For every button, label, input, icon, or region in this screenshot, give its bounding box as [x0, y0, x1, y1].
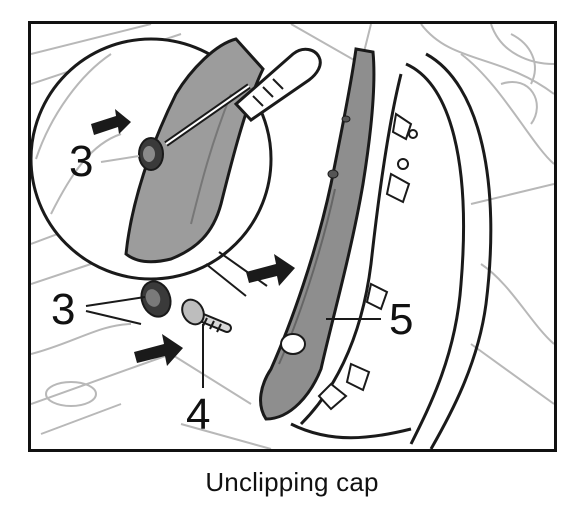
diagram-illustration: 3 3 4 5 — [31, 24, 554, 449]
callout-4-screw: 4 — [186, 390, 210, 439]
callout-3-clip: 3 — [51, 285, 75, 334]
figure-caption: Unclipping cap — [205, 467, 379, 497]
callout-5-cap: 5 — [389, 295, 413, 344]
figure-frame: 3 3 4 5 — [28, 21, 557, 452]
arrow-cap — [246, 254, 295, 286]
leader-lines — [85, 296, 381, 388]
housing-details — [317, 112, 418, 411]
clip-part-3 — [140, 280, 172, 318]
direction-arrows — [134, 254, 295, 366]
cap-part-5 — [259, 47, 376, 421]
detail-magnifier — [31, 37, 322, 281]
arrow-clip — [134, 334, 183, 366]
callout-3-detail: 3 — [69, 137, 93, 186]
screw-part-4 — [181, 298, 232, 333]
